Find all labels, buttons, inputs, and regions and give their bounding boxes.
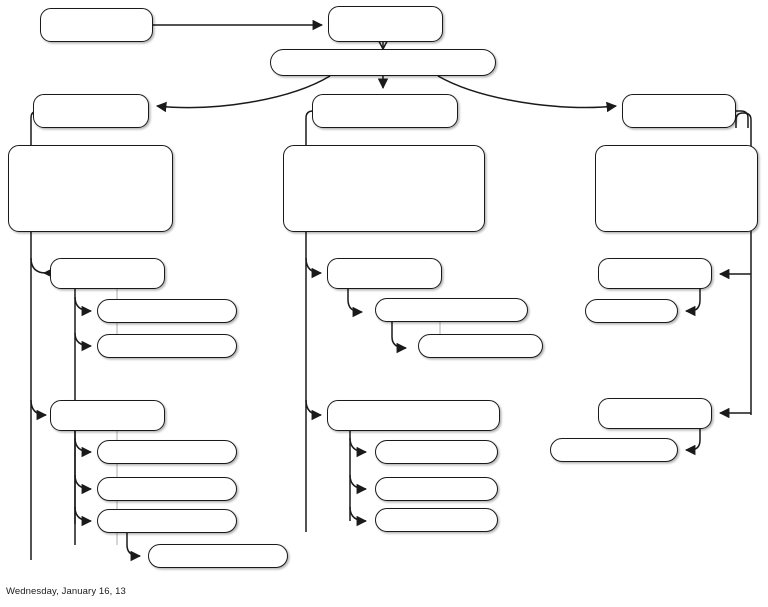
edge-L6-L7 [74, 437, 93, 458]
node-label [34, 95, 148, 127]
edge-L3-L5 [74, 332, 93, 352]
edge-M4-M5 [391, 322, 408, 354]
node-M4[interactable] [375, 298, 528, 322]
node-label [376, 509, 497, 531]
edge-R3-R4 [684, 289, 701, 317]
node-M6[interactable] [327, 400, 500, 431]
node-L1[interactable] [33, 94, 149, 128]
node-label [599, 259, 711, 288]
node-L5[interactable] [97, 334, 237, 358]
footer-date: Wednesday, January 16, 13 [6, 586, 126, 597]
edge-L2-L3 [30, 257, 54, 279]
node-L4[interactable] [97, 299, 237, 323]
node-L3[interactable] [50, 258, 165, 289]
node-label [98, 335, 236, 357]
node-label [41, 9, 152, 41]
node-R4[interactable] [585, 299, 678, 323]
node-label [419, 335, 542, 357]
node-label [376, 478, 497, 500]
edge-L6-L8 [74, 474, 93, 495]
edge-L3-L4 [74, 296, 93, 317]
node-M5[interactable] [418, 334, 543, 358]
node-L7[interactable] [97, 440, 237, 464]
node-label [149, 545, 287, 567]
node-n3-hub[interactable] [270, 49, 496, 76]
node-label [271, 50, 495, 75]
node-label [328, 401, 499, 430]
node-label [623, 95, 735, 127]
node-n2[interactable] [328, 6, 443, 42]
node-label [98, 441, 236, 463]
edge-M2-M6 [305, 399, 323, 421]
node-label [98, 300, 236, 322]
node-label [329, 7, 442, 41]
edge-M6-M8 [349, 474, 368, 495]
node-M9[interactable] [375, 508, 498, 532]
edge-L9-L10 [126, 533, 142, 562]
node-R6[interactable] [550, 438, 678, 462]
node-label [376, 441, 497, 463]
edge-M2-M3 [305, 257, 323, 279]
node-label [313, 95, 457, 127]
node-M1[interactable] [312, 94, 458, 128]
edge-R5-R6 [684, 429, 701, 456]
node-M8[interactable] [375, 477, 498, 501]
node-label [98, 478, 236, 500]
node-M7[interactable] [375, 440, 498, 464]
node-label [51, 259, 164, 288]
node-M2[interactable] [283, 145, 485, 232]
node-label [586, 300, 677, 322]
edge-n3-L1 [155, 75, 331, 113]
node-M3[interactable] [327, 258, 442, 289]
node-R1[interactable] [622, 94, 736, 128]
edge-n3-R1 [437, 75, 618, 113]
node-R3[interactable] [598, 258, 712, 289]
node-L2[interactable] [8, 145, 173, 232]
node-L9[interactable] [97, 509, 237, 533]
node-label [376, 299, 527, 321]
node-label [9, 146, 172, 231]
node-label [51, 401, 164, 430]
edge-M6-M7 [349, 437, 368, 458]
edge-M6-M9 [349, 506, 368, 527]
node-L8[interactable] [97, 477, 237, 501]
node-label [599, 399, 711, 428]
node-label [551, 439, 677, 461]
node-label [328, 259, 441, 288]
node-R2[interactable] [595, 145, 758, 232]
node-label [596, 146, 757, 231]
node-n1[interactable] [40, 8, 153, 42]
node-R5[interactable] [598, 398, 712, 429]
edge-M3-M4 [347, 289, 364, 318]
node-label [98, 510, 236, 532]
node-L10[interactable] [148, 544, 288, 568]
node-L6[interactable] [50, 400, 165, 431]
edge-L6-L9 [74, 506, 93, 527]
edge-L2-L6 [30, 399, 48, 421]
node-label [284, 146, 484, 231]
